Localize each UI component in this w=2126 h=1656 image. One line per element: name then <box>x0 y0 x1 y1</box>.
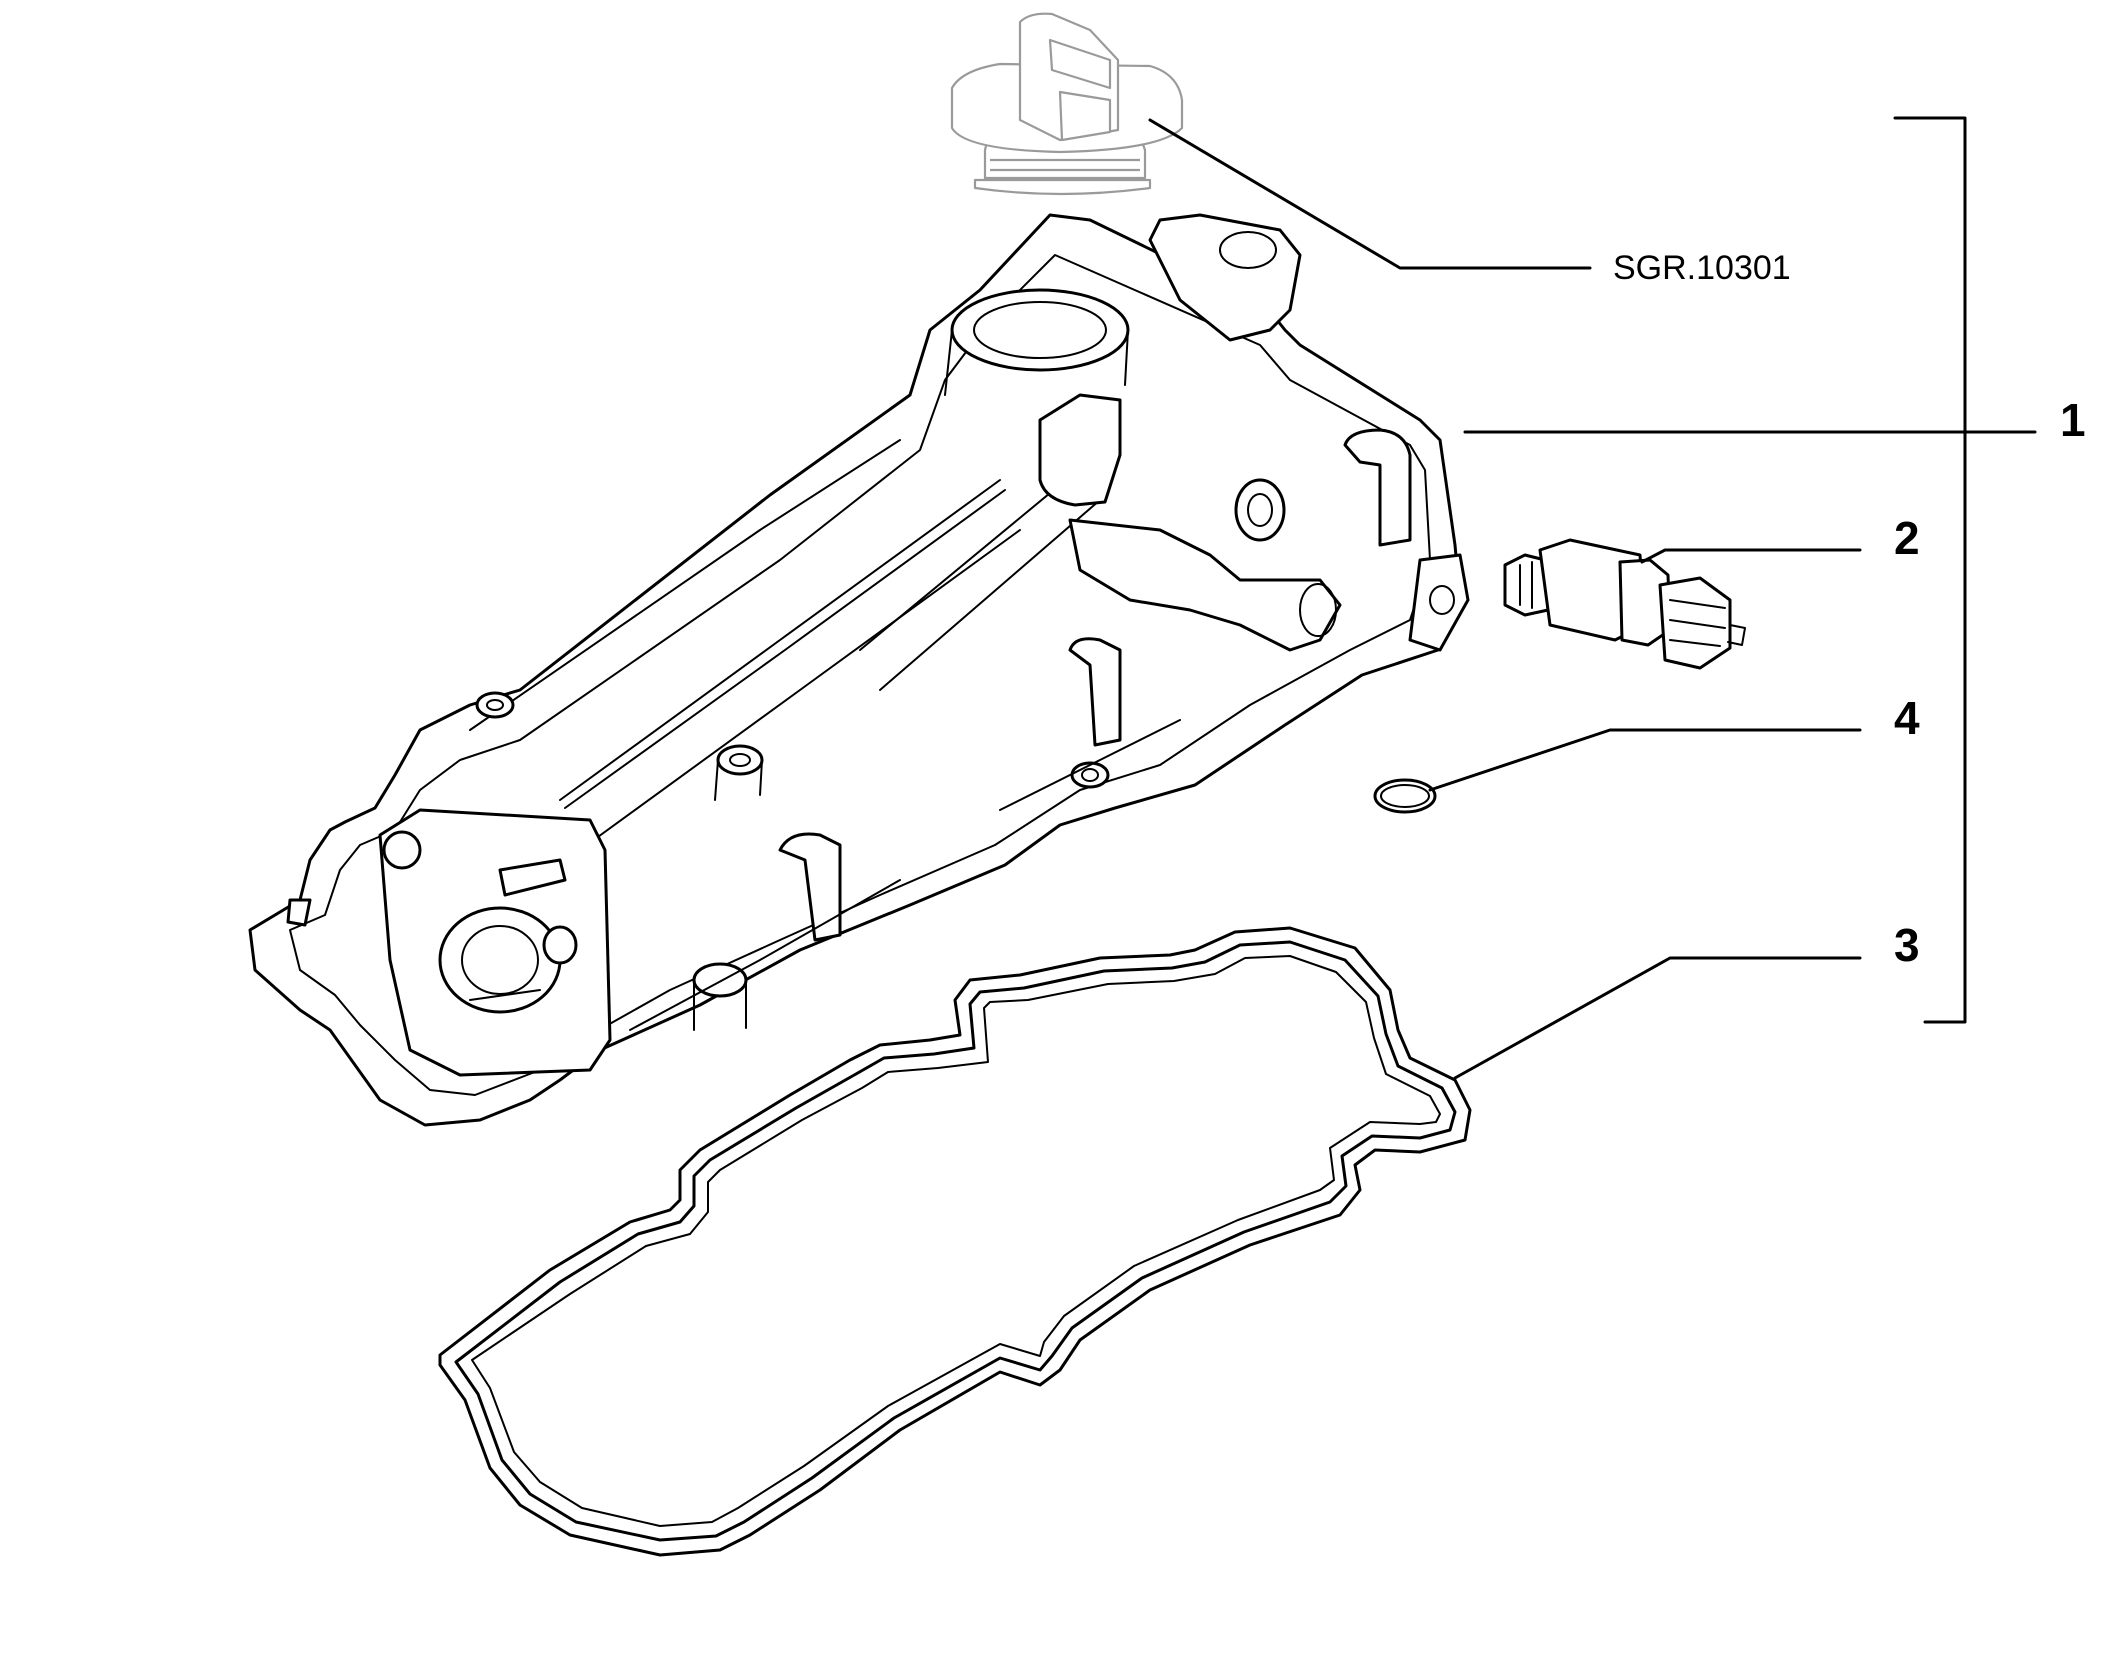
leader-line-3 <box>1453 956 1862 1080</box>
reference-label: SGR.10301 <box>1613 249 1791 287</box>
callout-3: 3 <box>1894 919 1920 971</box>
assembly-bracket <box>1893 116 2037 1024</box>
leader-lines <box>1148 118 2032 1080</box>
pressure-sensor-icon[interactable] <box>1503 538 1746 670</box>
callout-2: 2 <box>1894 512 1920 564</box>
gasket-icon[interactable] <box>438 926 1472 1557</box>
oil-filler-cap-icon[interactable] <box>950 12 1184 196</box>
valve-cover-icon[interactable] <box>248 213 1470 1127</box>
callout-4: 4 <box>1894 692 1920 744</box>
leader-line-4 <box>1428 728 1862 792</box>
leader-line-reference <box>1148 118 1592 270</box>
callout-1: 1 <box>2060 394 2086 446</box>
o-ring-icon[interactable] <box>1373 778 1437 814</box>
leader-line-2 <box>1640 548 1862 564</box>
